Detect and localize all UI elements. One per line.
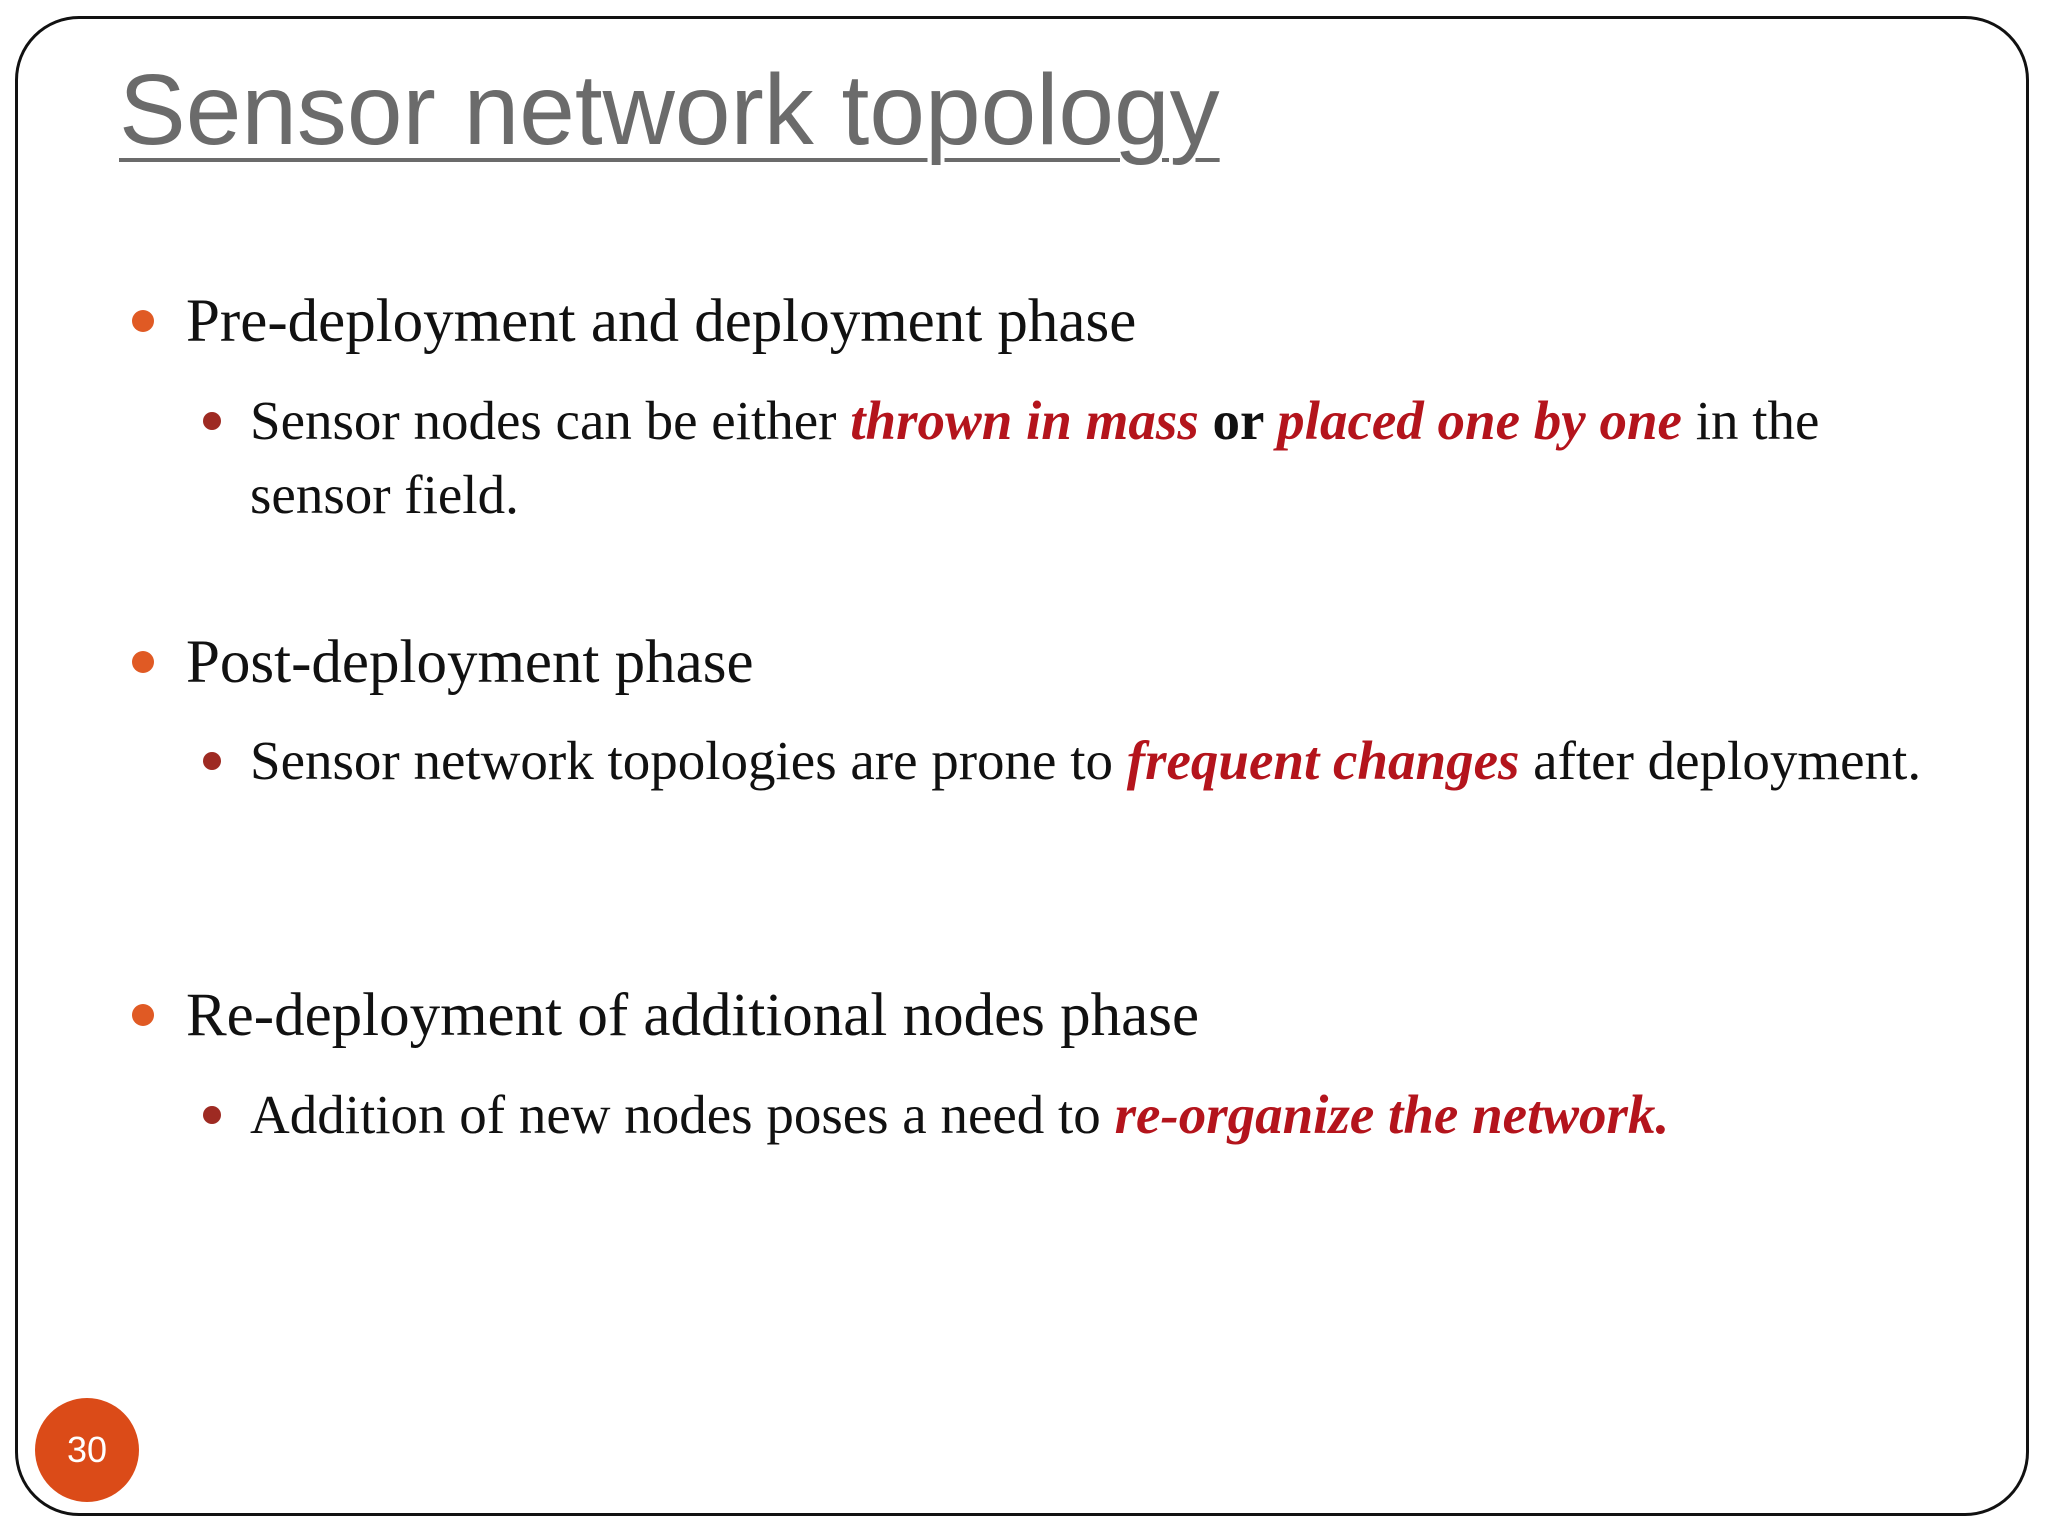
bullet-dot-icon [132,651,154,673]
slide-frame: Sensor network topology Pre-deployment a… [15,16,2029,1516]
connector-text: or [1198,390,1278,451]
detail-text: Addition of new nodes poses a need to [250,1084,1115,1145]
detail-text: after deployment. [1519,730,1922,791]
emphasis-text: re-organize the network [1114,1084,1656,1145]
bullet-detail: Sensor network topologies are prone to f… [250,724,1970,798]
bullet-heading: Re-deployment of additional nodes phase [186,982,1200,1049]
slide-content: Pre-deployment and deployment phase Sens… [18,19,2026,1513]
slide-title: Sensor network topology [119,54,1220,166]
detail-text: Sensor nodes can be either [250,390,851,451]
emphasis-text: frequent changes [1126,730,1520,791]
emphasis-text: . [1655,1084,1670,1145]
detail-text: Sensor network topologies are prone to [250,730,1127,791]
page-number-badge: 30 [35,1398,139,1502]
detail-text: in the sensor field. [250,390,1820,525]
page-number: 30 [66,1429,108,1470]
emphasis-text: placed one by one [1277,390,1682,451]
bullet-detail: Addition of new nodes poses a need to re… [250,1078,1970,1152]
bullet-heading: Post-deployment phase [186,629,754,696]
bullet-detail: Sensor nodes can be either thrown in mas… [250,384,1970,532]
bullet-dot-icon [132,1004,154,1026]
sub-bullet-dot-icon [203,752,221,770]
bullet-heading: Pre-deployment and deployment phase [186,288,1137,355]
sub-bullet-dot-icon [203,412,221,430]
emphasis-text: thrown in mass [850,390,1199,451]
bullet-dot-icon [132,310,154,332]
sub-bullet-dot-icon [203,1106,221,1124]
